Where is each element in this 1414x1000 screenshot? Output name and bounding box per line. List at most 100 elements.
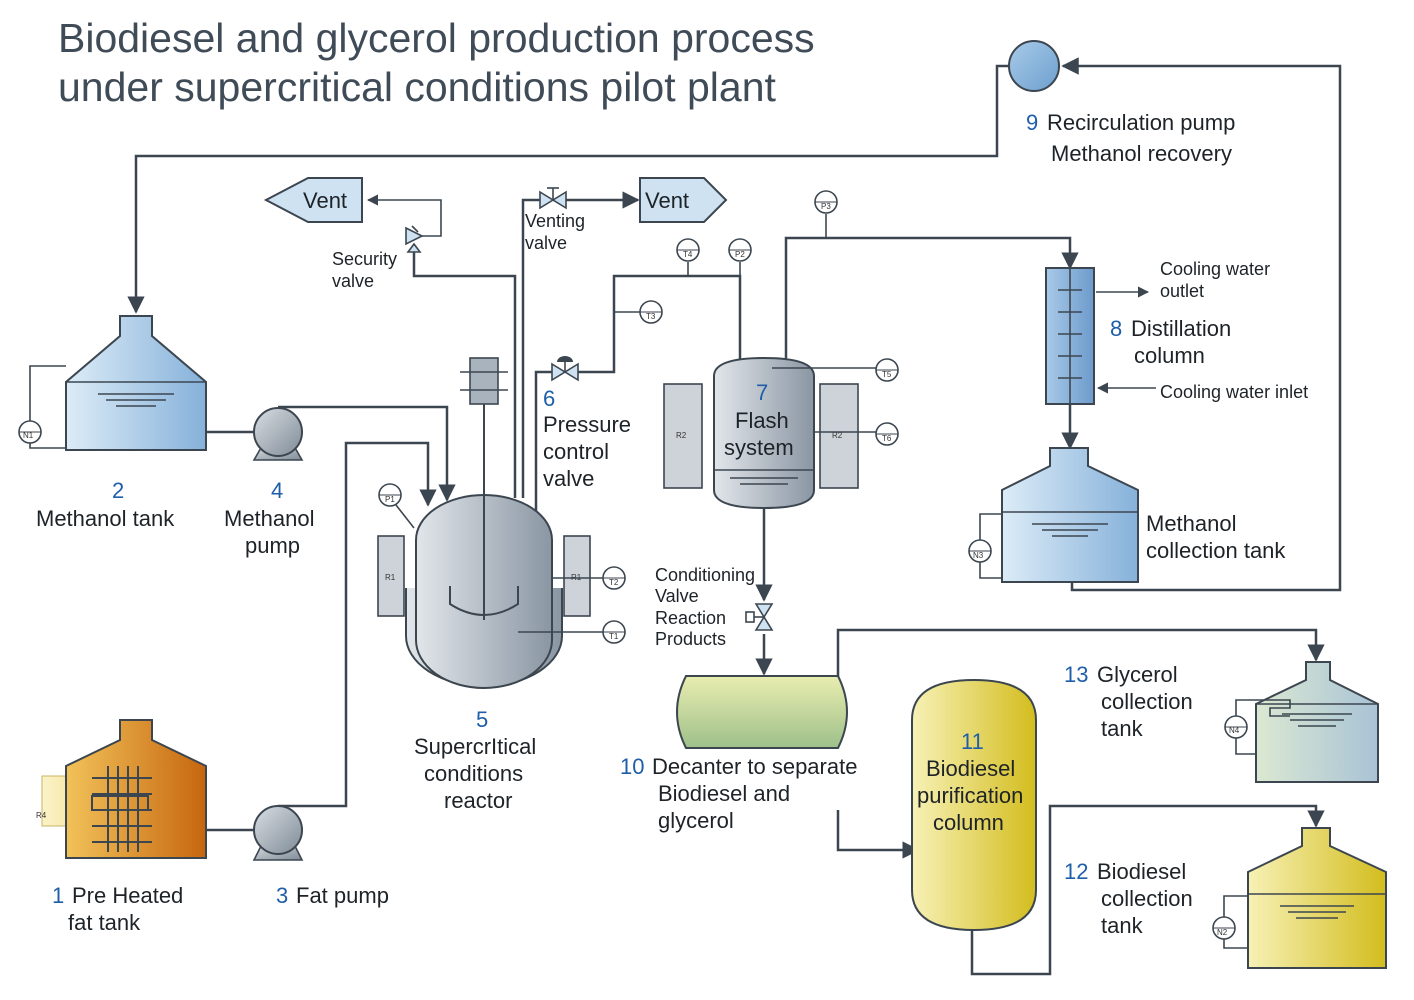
distillation-label-2: column xyxy=(1134,343,1205,368)
flash-label-2: system xyxy=(724,435,794,460)
instrument-t3: T3 xyxy=(639,300,663,324)
level-indicator-n3-label: N3 xyxy=(973,551,984,560)
fat-pump-label: Fat pump xyxy=(296,883,389,908)
pressure-control-valve-label-3: valve xyxy=(543,466,594,491)
conditioning-valve xyxy=(745,603,774,631)
pipe-reactor-to-venting-valve xyxy=(521,198,540,498)
recirculation-pump-label-1: Recirculation pump xyxy=(1047,110,1235,135)
vent-left: Vent xyxy=(263,177,363,223)
instrument-t4: T4 xyxy=(676,238,700,262)
reactor-heater-left-label: R1 xyxy=(385,573,396,582)
instrument-p2-label: P2 xyxy=(735,250,745,259)
methanol-collection-label-2: collection tank xyxy=(1146,538,1286,563)
conditioning-valve-label-3: Reaction xyxy=(655,608,726,628)
level-indicator-n4-label: N4 xyxy=(1229,726,1240,735)
reactor-label-1: SupercrItical xyxy=(414,734,536,759)
pipe-decanter-to-glycerol-tank xyxy=(836,628,1325,680)
instrument-p3: P3 xyxy=(814,190,838,214)
fat-tank-number: 1 xyxy=(52,883,64,908)
pressure-control-valve-label-1: Pressure xyxy=(543,412,631,437)
decanter-label-2: Biodiesel and xyxy=(658,781,790,806)
vent-left-label: Vent xyxy=(303,188,347,213)
purification-column xyxy=(911,678,1037,932)
biodiesel-tank-label-2: collection xyxy=(1101,886,1193,911)
instrument-t3-label: T3 xyxy=(646,312,656,321)
cooling-water-outlet-label-2: outlet xyxy=(1160,281,1204,301)
reactor-label-2: conditions xyxy=(424,761,523,786)
flash-heater-left xyxy=(663,383,703,489)
reactor-number: 5 xyxy=(476,707,488,732)
conditioning-valve-label-2: Valve xyxy=(655,586,699,606)
instrument-p3-label: P3 xyxy=(821,202,831,211)
instrument-t2: T2 xyxy=(602,566,626,590)
methanol-pump-label-2: pump xyxy=(245,533,300,558)
conditioning-valve-label-4: Products xyxy=(655,629,726,649)
biodiesel-tank-label-1: Biodiesel xyxy=(1097,859,1186,884)
vent-right-label: Vent xyxy=(645,188,689,213)
purification-label-1: Biodiesel xyxy=(926,756,1015,781)
methanol-pump-label-1: Methanol xyxy=(224,506,315,531)
pipe-security-to-vent xyxy=(366,194,442,237)
fat-tank: R4 xyxy=(36,719,207,859)
instrument-t1: T1 xyxy=(602,620,626,644)
venting-valve xyxy=(539,187,567,210)
methanol-tank-label: Methanol tank xyxy=(36,506,175,531)
pressure-control-valve xyxy=(551,356,579,382)
pipe-flash-to-distillation xyxy=(784,236,1079,360)
glycerol-tank-label-1: Glycerol xyxy=(1097,662,1178,687)
biodiesel-tank-number: 12 xyxy=(1064,859,1088,884)
pipe-reactor-to-pcv xyxy=(534,370,552,512)
instrument-t1-label: T1 xyxy=(609,632,619,641)
decanter xyxy=(676,675,848,749)
title-line-2: under supercritical conditions pilot pla… xyxy=(58,64,777,110)
glycerol-tank-label-2: collection xyxy=(1101,689,1193,714)
pipes xyxy=(127,57,1342,976)
distillation-column xyxy=(1045,267,1095,405)
recirculation-pump-number: 9 xyxy=(1026,110,1038,135)
fat-tank-label-2: fat tank xyxy=(68,910,141,935)
reactor-motor xyxy=(469,357,499,405)
fat-tank-label-1: Pre Heated xyxy=(72,883,183,908)
distillation-number: 8 xyxy=(1110,316,1122,341)
pipe-fat-pump-to-reactor xyxy=(278,441,437,808)
biodiesel-collection-tank: N2 xyxy=(1212,827,1387,969)
biodiesel-tank-label-3: tank xyxy=(1101,913,1144,938)
instrument-p2: P2 xyxy=(728,238,752,262)
supercritical-reactor: R1 R1 xyxy=(377,357,604,689)
distillation-label-1: Distillation xyxy=(1131,316,1231,341)
methanol-collection-label-1: Methanol xyxy=(1146,511,1237,536)
instrument-t2-label: T2 xyxy=(609,578,619,587)
reactor-label-3: reactor xyxy=(444,788,512,813)
pressure-control-valve-number: 6 xyxy=(543,386,555,411)
pipe-pcv-to-flash xyxy=(578,274,742,374)
level-indicator-n2-label: N2 xyxy=(1217,928,1228,937)
vent-right: Vent xyxy=(639,177,728,223)
recirculation-pump xyxy=(1008,40,1060,92)
decanter-number: 10 xyxy=(620,754,644,779)
recirculation-pump-label-2: Methanol recovery xyxy=(1051,141,1232,166)
methanol-collection-tank: N3 xyxy=(968,447,1139,583)
instrument-t6: T6 xyxy=(875,422,899,446)
decanter-label-3: glycerol xyxy=(658,808,734,833)
instrument-t4-label: T4 xyxy=(683,250,693,259)
security-valve-label-1: Security xyxy=(332,249,397,269)
pipe-reactor-to-security-valve xyxy=(412,245,517,498)
purification-label-2: purification xyxy=(917,783,1023,808)
methanol-pump xyxy=(252,407,304,461)
fat-pump-number: 3 xyxy=(276,883,288,908)
glycerol-tank-label-3: tank xyxy=(1101,716,1144,741)
instrument-t5: T5 xyxy=(875,358,899,382)
pipe-methanol-pump-to-reactor xyxy=(278,405,456,502)
methanol-pump-number: 4 xyxy=(271,478,283,503)
fat-tank-heater-label: R4 xyxy=(36,811,47,820)
venting-valve-label-2: valve xyxy=(525,233,567,253)
flash-label-1: Flash xyxy=(735,408,789,433)
flash-heater-left-label: R2 xyxy=(676,431,687,440)
cooling-water-inlet-label: Cooling water inlet xyxy=(1160,382,1308,402)
flash-system: R2 R2 xyxy=(663,356,876,510)
glycerol-collection-tank: N4 xyxy=(1224,661,1379,783)
instrument-t5-label: T5 xyxy=(882,370,892,379)
decanter-label-1: Decanter to separate xyxy=(652,754,857,779)
methanol-tank: N1 xyxy=(18,315,207,451)
